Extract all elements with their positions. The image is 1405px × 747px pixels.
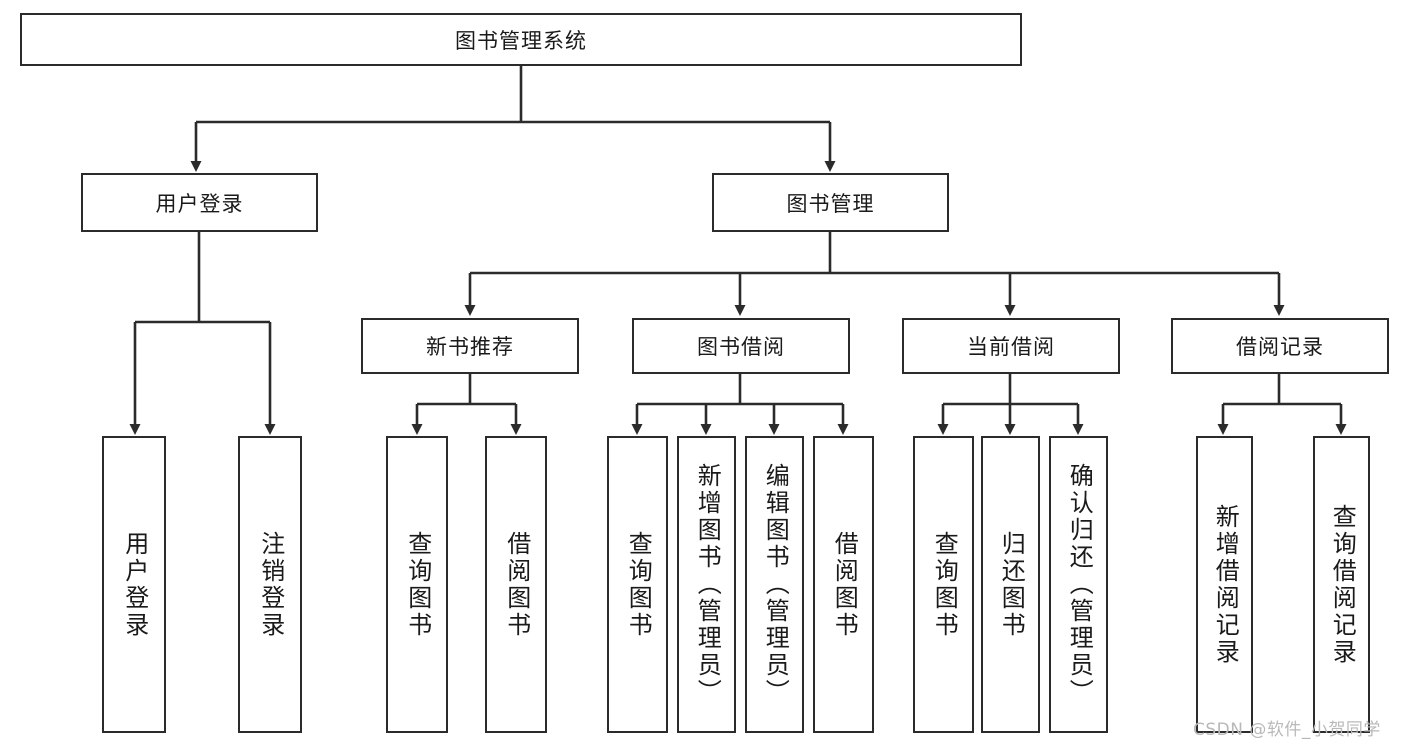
node-leaf-query-book-2[interactable]: 查询图书 — [607, 436, 668, 733]
node-leaf-query-borrow-record-label: 查询借阅记录 — [1328, 503, 1357, 666]
node-leaf-borrow-book-1-label: 借阅图书 — [502, 530, 531, 639]
node-leaf-query-borrow-record[interactable]: 查询借阅记录 — [1313, 436, 1370, 733]
node-leaf-borrow-book-2[interactable]: 借阅图书 — [813, 436, 874, 733]
node-user-login[interactable]: 用户登录 — [81, 173, 318, 232]
node-leaf-borrow-book-2-label: 借阅图书 — [830, 530, 859, 639]
node-leaf-return-book-label: 归还图书 — [997, 530, 1026, 639]
node-new-book-recommend[interactable]: 新书推荐 — [361, 318, 579, 374]
node-leaf-edit-book-admin-label: 编辑图书（管理员） — [761, 463, 790, 706]
node-new-book-recommend-label: 新书推荐 — [426, 335, 514, 359]
node-current-borrow[interactable]: 当前借阅 — [902, 318, 1120, 374]
node-current-borrow-label: 当前借阅 — [967, 335, 1055, 359]
node-root[interactable]: 图书管理系统 — [20, 13, 1022, 66]
node-leaf-confirm-return-admin[interactable]: 确认归还（管理员） — [1049, 436, 1108, 733]
node-leaf-query-book-3-label: 查询图书 — [930, 530, 959, 639]
node-book-manage-label: 图书管理 — [786, 191, 875, 216]
node-leaf-edit-book-admin[interactable]: 编辑图书（管理员） — [745, 436, 804, 733]
node-leaf-user-login[interactable]: 用户登录 — [102, 436, 166, 733]
node-leaf-logout-login-label: 注销登录 — [256, 530, 285, 639]
node-book-borrow[interactable]: 图书借阅 — [632, 318, 850, 374]
node-book-manage[interactable]: 图书管理 — [712, 173, 949, 232]
node-leaf-return-book[interactable]: 归还图书 — [981, 436, 1040, 733]
node-leaf-confirm-return-admin-label: 确认归还（管理员） — [1065, 463, 1094, 706]
node-root-label: 图书管理系统 — [455, 28, 587, 53]
node-leaf-add-borrow-record[interactable]: 新增借阅记录 — [1196, 436, 1253, 733]
node-leaf-query-book-1-label: 查询图书 — [403, 530, 432, 639]
node-leaf-user-login-label: 用户登录 — [120, 530, 149, 639]
node-leaf-query-book-2-label: 查询图书 — [624, 530, 653, 639]
node-leaf-add-borrow-record-label: 新增借阅记录 — [1211, 503, 1240, 666]
node-book-borrow-label: 图书借阅 — [697, 335, 785, 359]
node-leaf-query-book-3[interactable]: 查询图书 — [913, 436, 974, 733]
node-leaf-add-book-admin-label: 新增图书（管理员） — [693, 463, 722, 706]
node-borrow-record-label: 借阅记录 — [1236, 335, 1324, 359]
node-leaf-query-book-1[interactable]: 查询图书 — [386, 436, 448, 733]
node-user-login-label: 用户登录 — [155, 191, 244, 216]
node-leaf-logout-login[interactable]: 注销登录 — [238, 436, 302, 733]
node-borrow-record[interactable]: 借阅记录 — [1171, 318, 1389, 374]
node-leaf-borrow-book-1[interactable]: 借阅图书 — [485, 436, 547, 733]
watermark-text: CSDN @软件_小贺同学 — [1193, 720, 1381, 740]
node-leaf-add-book-admin[interactable]: 新增图书（管理员） — [677, 436, 736, 733]
